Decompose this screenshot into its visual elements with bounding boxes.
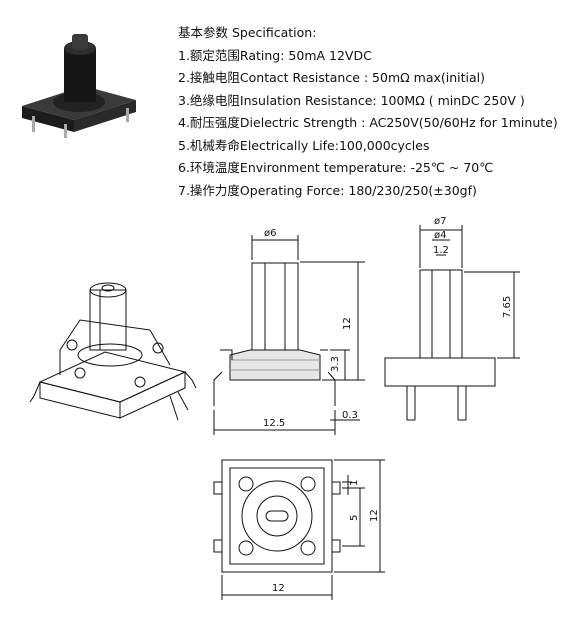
right-view-drawing [384, 225, 520, 421]
product-photo [22, 34, 136, 138]
isometric-drawing [29, 282, 197, 421]
dim-side-diameter: ø6 [264, 228, 276, 239]
spec-operating-force: 7.操作力度Operating Force: 180/230/250(±30gf… [178, 182, 477, 198]
spec-contact-resistance: 2.接触电阻Contact Resistance : 50mΩ max(init… [178, 70, 486, 85]
spec-title: 基本参数 Specification: [178, 25, 317, 40]
dim-side-pin: 0.3 [342, 410, 358, 421]
specification-list: 基本参数 Specification: 1.额定范围Rating: 50mA 1… [178, 22, 558, 202]
bottom-view-drawing [213, 459, 385, 600]
side-view-drawing [213, 235, 365, 435]
spec-temperature: 6.环境温度Environment temperature: -25℃ ~ 70… [178, 160, 494, 175]
dim-side-width: 12.5 [263, 418, 285, 429]
dim-right-outer: ø7 [434, 216, 446, 227]
dim-right-inner: ø4 [434, 230, 446, 241]
dim-bottom-height: 12 [369, 509, 380, 522]
dim-bottom-pin-width: 1 [349, 480, 360, 486]
spec-insulation-resistance: 3.绝缘电阻Insulation Resistance: 100MΩ ( min… [178, 92, 525, 108]
dim-right-height: 7.65 [502, 296, 513, 318]
dim-side-height: 12 [342, 317, 353, 330]
spec-dielectric-strength: 4.耐压强度Dielectric Strength : AC250V(50/60… [178, 115, 558, 130]
spec-rating: 1.额定范围Rating: 50mA 12VDC [178, 47, 372, 63]
dim-right-slot: 1.2 [433, 245, 449, 256]
dim-bottom-width: 12 [272, 583, 285, 594]
dim-side-base: 3.3 [330, 356, 341, 372]
dim-bottom-pitch: 5 [349, 515, 360, 521]
spec-life: 5.机械寿命Electrically Life:100,000cycles [178, 137, 430, 153]
